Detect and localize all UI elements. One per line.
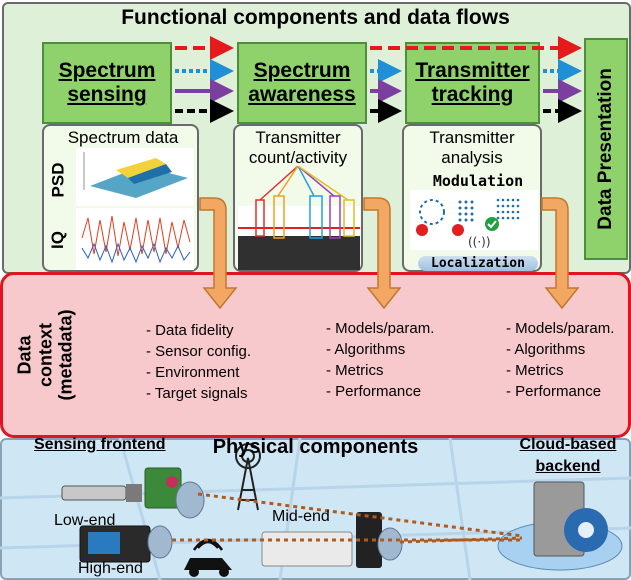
low-end-sdr-device	[61, 467, 205, 519]
vehicle-icon	[184, 538, 232, 577]
mid-end-label: Mid-end	[272, 508, 330, 525]
tracking-metadata-list: - Models/param. - Algorithms - Metrics -…	[506, 318, 630, 402]
backhaul-links	[172, 492, 523, 544]
list-item: - Metrics	[326, 362, 384, 379]
data-flow-arrows	[175, 36, 582, 123]
sensing-metadata-list: - Data fidelity - Sensor config. - Envir…	[146, 320, 276, 404]
list-item: - Models/param.	[506, 320, 615, 337]
data-context-label: Data context (metadata)	[13, 309, 76, 401]
awareness-context-arrow	[363, 197, 402, 310]
transmitter-count-title: Transmitter count/activity	[248, 128, 348, 167]
iq-time-plot	[76, 208, 194, 270]
localization-label: Localization	[418, 256, 538, 271]
data-context-panel	[0, 272, 631, 438]
stage-spectrum-awareness: Spectrum awareness	[237, 42, 367, 124]
low-end-label: Low-end	[54, 512, 116, 529]
transmitter-analysis-title: Transmitter analysis	[429, 128, 515, 167]
stage-data-presentation: Data Presentation	[584, 38, 628, 260]
psd-surface-plot	[76, 148, 194, 206]
list-item: - Target signals	[146, 385, 248, 402]
context-connector-arrows	[199, 197, 580, 310]
high-end-label: High-end	[78, 560, 143, 577]
list-item: - Environment	[146, 364, 240, 381]
stage-spectrum-sensing: Spectrum sensing	[42, 42, 172, 124]
awareness-metadata-list: - Models/param. - Algorithms - Metrics -…	[326, 318, 456, 402]
list-item: - Algorithms	[326, 341, 406, 358]
list-item: - Performance	[326, 383, 422, 400]
list-item: - Performance	[506, 383, 602, 400]
mid-end-sdr-device	[261, 512, 403, 568]
diagram-title: Functional components and data flows	[121, 6, 510, 29]
cloud-backend-server	[497, 481, 623, 571]
spectrum-data-title: Spectrum data	[67, 128, 179, 147]
constellation-plots: ((·))	[410, 190, 538, 250]
list-item: - Models/param.	[326, 320, 435, 337]
stage-transmitter-tracking: Transmitter tracking	[405, 42, 540, 124]
sensing-context-arrow	[199, 197, 238, 310]
list-item: - Data fidelity	[146, 322, 234, 339]
list-item: - Metrics	[506, 362, 564, 379]
physical-components-title: Physical components	[212, 436, 419, 458]
cloud-backend-heading: Cloud-based backend	[519, 436, 617, 475]
svg-text:((·)): ((·))	[468, 235, 491, 249]
sensing-frontend-heading: Sensing frontend	[34, 436, 166, 453]
tracking-context-arrow	[541, 197, 580, 310]
spectrogram-activity-plot	[238, 166, 360, 270]
high-end-analyzer-device	[79, 525, 173, 563]
list-item: - Sensor config.	[146, 343, 252, 360]
physical-scene	[0, 438, 631, 580]
modulation-label: Modulation	[432, 172, 524, 190]
list-item: - Algorithms	[506, 341, 586, 358]
